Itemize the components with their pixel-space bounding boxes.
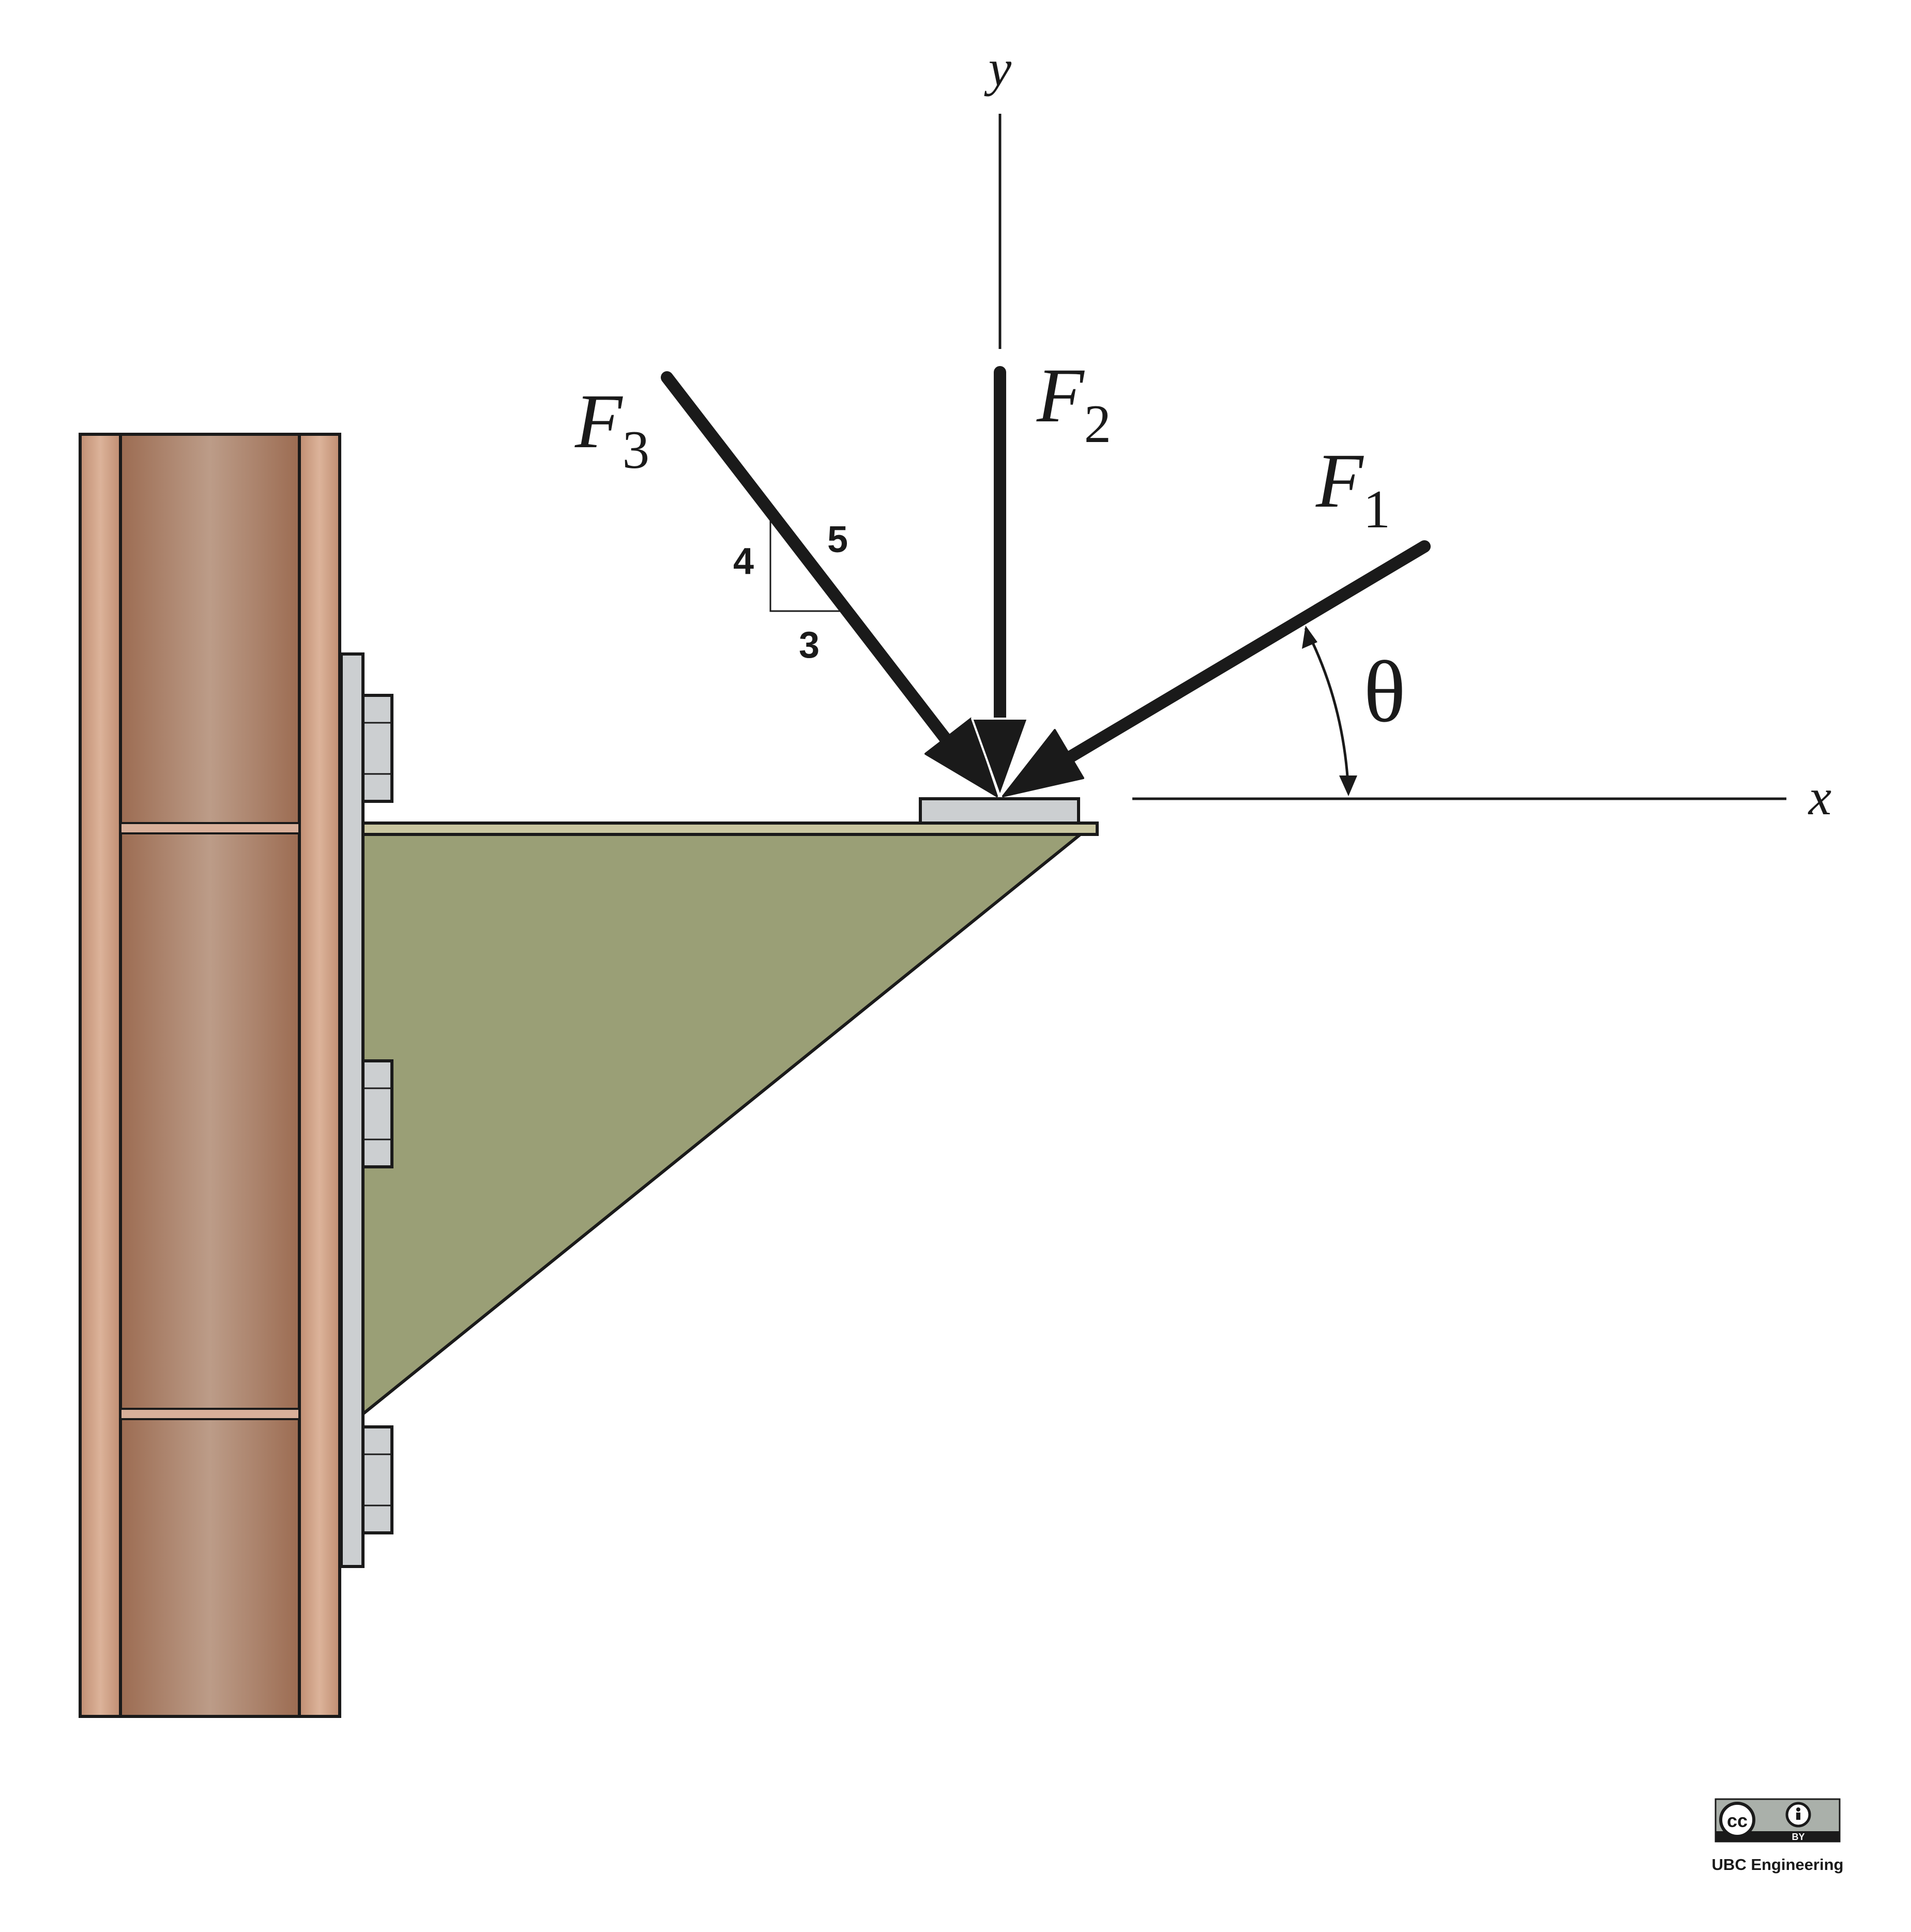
angle-theta-label: θ [1363,643,1405,740]
force-f3-label: F3 [574,378,649,480]
steel-column [79,433,341,1718]
coordinate-axes: y x [984,39,1831,826]
bolt-top [361,694,393,803]
base-plate [340,652,365,1568]
slope-run-label: 3 [799,625,820,666]
column-right-flange [298,433,341,1718]
cc-icon [1719,1802,1755,1838]
bracket-top-plate [361,822,1099,836]
slope-hypotenuse-label: 5 [827,519,848,560]
force-f1-arrow [1002,540,1431,797]
force-f2-arrow [971,366,1029,797]
column-stiffener-bottom [119,1408,300,1420]
bolt-middle [361,1059,393,1168]
column-left-flange [79,433,122,1718]
slope-triangle: 4 3 5 [733,519,848,666]
credit-text: UBC Engineering [1712,1855,1844,1874]
bracket [361,797,1099,1418]
svg-text:cc: cc [1727,1810,1748,1831]
column-web [119,433,301,1718]
base-plate-assembly [340,652,393,1568]
force-f3-arrow [661,371,998,797]
y-axis-label: y [984,39,1012,97]
license-badge: cc BY UBC Engineering [1712,1798,1844,1874]
license-by-label: BY [1792,1832,1804,1842]
force-f2-label: F2 [1036,353,1111,454]
bracket-gusset [361,832,1086,1418]
force-f1-label: F1 [1315,438,1390,539]
x-axis-label: x [1808,768,1831,826]
angle-theta-arc: θ [1302,626,1406,796]
bolt-bottom [361,1425,393,1534]
bearing-pad [919,797,1080,825]
slope-rise-label: 4 [733,541,754,582]
column-stiffener-top [119,822,300,834]
